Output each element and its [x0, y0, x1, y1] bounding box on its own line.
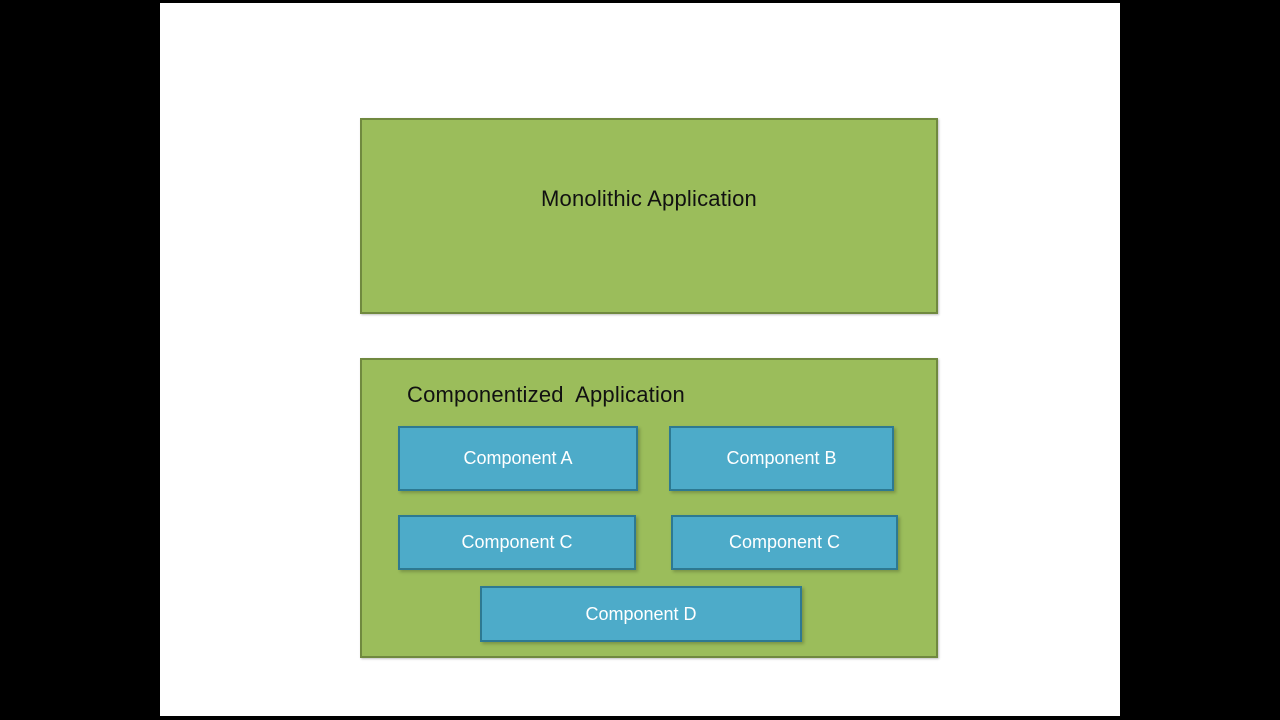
component-a-block[interactable]: Component A — [398, 426, 638, 491]
componentized-application-label: Componentized Application — [407, 382, 685, 407]
component-c-left-block[interactable]: Component C — [398, 515, 636, 570]
componentized-application-block[interactable]: Componentized Application Component A Co… — [360, 358, 938, 658]
component-d-block[interactable]: Component D — [480, 586, 802, 642]
bottom-letterbox-edge — [160, 716, 1120, 720]
component-b-block[interactable]: Component B — [669, 426, 894, 491]
slide-canvas: Monolithic Application Componentized App… — [160, 3, 1120, 716]
monolithic-application-label: Monolithic Application — [541, 186, 757, 211]
monolithic-application-block[interactable]: Monolithic Application — [360, 118, 938, 314]
component-c-right-block[interactable]: Component C — [671, 515, 898, 570]
top-letterbox-edge — [160, 0, 1120, 3]
